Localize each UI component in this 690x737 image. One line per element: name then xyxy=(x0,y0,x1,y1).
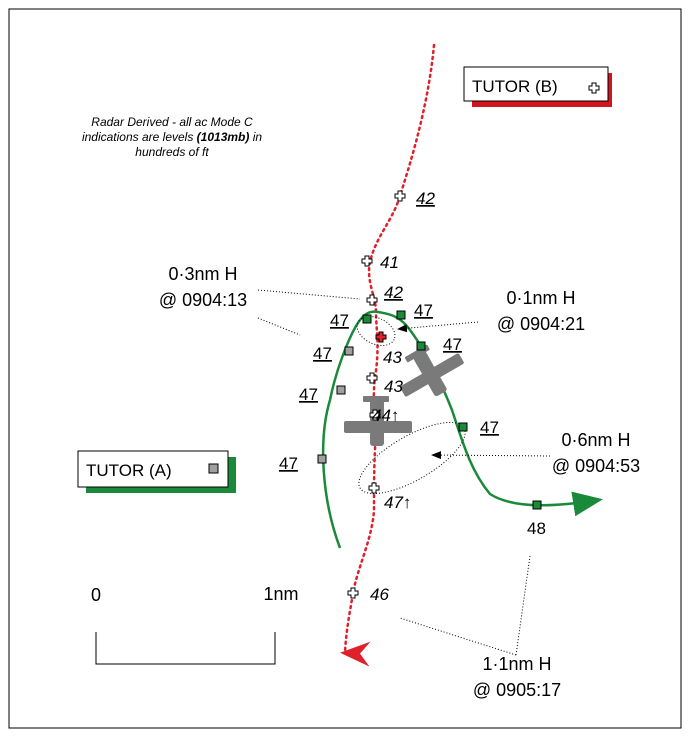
radar-note-line2-bold: (1013mb) xyxy=(197,130,250,144)
tutor-a-marker xyxy=(344,346,354,356)
tutor-b-level: 41 xyxy=(380,253,399,272)
tutor-b-level: 42 xyxy=(384,283,403,302)
tutor-a-level: 47 xyxy=(279,454,298,473)
callout-time-0904-21: @ 0904:21 xyxy=(497,314,585,334)
tutor-a-marker xyxy=(458,422,468,432)
tutor-a-markers xyxy=(317,310,542,510)
scale-end-label: 1nm xyxy=(263,584,298,604)
tutor-a-marker xyxy=(317,454,327,464)
radar-note-line2-pre: indications are levels xyxy=(82,130,197,144)
callout-distance-0904-21: 0·1nm H xyxy=(506,288,575,308)
callout-time-0904-53: @ 0904:53 xyxy=(552,456,640,476)
tutor-a-marker xyxy=(362,314,372,324)
tutor-a-level: 47 xyxy=(313,344,332,363)
tutor-b-level: 42 xyxy=(416,189,435,208)
tutor-b-level: 43 xyxy=(383,348,402,367)
tutor-a-legend-square-icon xyxy=(208,463,219,474)
tutor-a-marker xyxy=(336,385,346,395)
callout-distance-0904-53: 0·6nm H xyxy=(561,430,630,450)
callout-time-0904-13: @ 0904:13 xyxy=(159,290,247,310)
tutor-a-marker xyxy=(396,310,406,320)
tutor-b-level: 43 xyxy=(384,377,403,396)
tutor-a-legend-box xyxy=(77,450,229,488)
tutor-a-marker xyxy=(532,500,542,510)
tutor-b-marker-icon xyxy=(394,190,406,202)
scale-bar: 0 1nm xyxy=(91,584,299,665)
radar-note-line3: hundreds of ft xyxy=(135,145,209,159)
tutor-a-legend-label: TUTOR (A) xyxy=(86,461,172,480)
tutor-b-level-labels: 42 41 42 43 43 44↑ 47↑ 46 xyxy=(370,189,435,604)
radar-note-line1: Radar Derived - all ac Mode C xyxy=(91,115,253,129)
tutor-a-level: 48 xyxy=(527,519,546,538)
callout-distance-0905-17: 1·1nm H xyxy=(482,654,551,674)
tutor-a-level: 47 xyxy=(330,311,349,330)
scale-start-label: 0 xyxy=(91,585,101,605)
tutor-a-legend: TUTOR (A) xyxy=(77,450,236,493)
tutor-a-level: 47 xyxy=(443,335,462,354)
callout-time-0905-17: @ 0905:17 xyxy=(473,680,561,700)
radar-note: Radar Derived - all ac Mode C indication… xyxy=(82,115,262,159)
tutor-a-level: 47 xyxy=(414,301,433,320)
tutor-b-marker-icon xyxy=(368,482,380,494)
tutor-b-marker-icon xyxy=(347,587,359,599)
callout-distance-0904-13: 0·3nm H xyxy=(168,264,237,284)
tutor-b-legend-label: TUTOR (B) xyxy=(472,77,558,96)
separation-callouts: 0·3nm H @ 0904:13 0·1nm H @ 0904:21 0·6n… xyxy=(159,264,640,700)
separation-ellipse-0904-21 xyxy=(356,315,396,347)
tutor-b-legend: TUTOR (B) xyxy=(463,66,612,107)
tutor-b-level: 47↑ xyxy=(384,493,411,512)
tutor-b-legend-box xyxy=(463,66,609,102)
radar-note-line2-post: in xyxy=(249,130,262,144)
diagram-border xyxy=(8,8,682,729)
tutor-a-level: 47 xyxy=(299,385,318,404)
tutor-a-marker xyxy=(416,341,426,351)
tutor-a-level-labels: 47 47 47 47 47 47 47 48 xyxy=(279,301,546,538)
tutor-b-level: 46 xyxy=(370,585,389,604)
tutor-b-level: 44↑ xyxy=(372,406,399,425)
scale-bar-line xyxy=(95,632,276,665)
tutor-a-level: 47 xyxy=(480,418,499,437)
radar-note-line2: indications are levels (1013mb) in xyxy=(82,130,262,144)
callout-leaders xyxy=(257,289,551,656)
